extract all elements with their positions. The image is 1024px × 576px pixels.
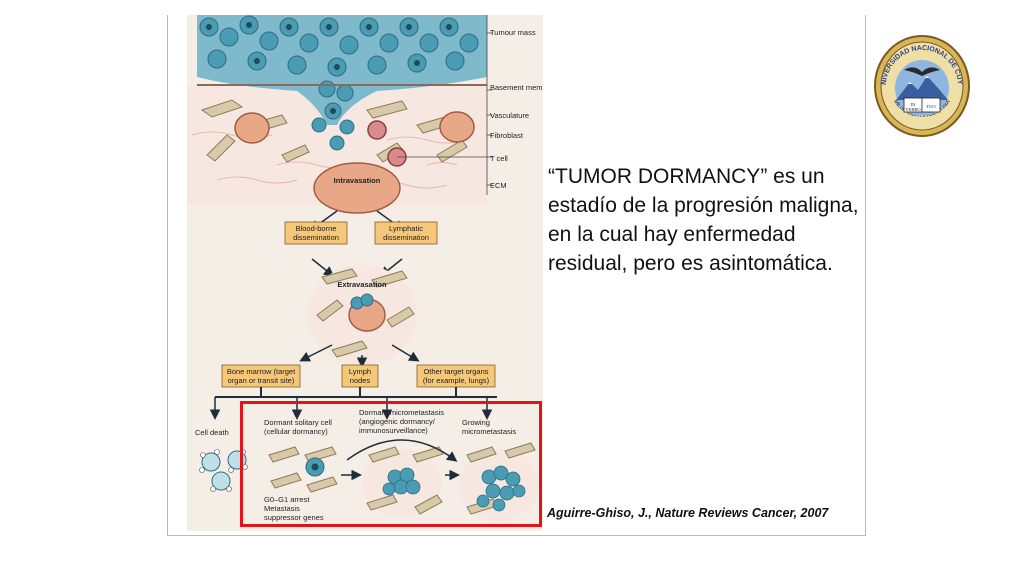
- blood-borne-box: [284, 221, 348, 245]
- side-label-vasculature: Vasculature: [490, 111, 529, 120]
- side-label-ecm: ECM: [490, 181, 507, 190]
- condor-icon: [904, 67, 940, 76]
- other-organs-label: Other target organs(for example, lungs): [423, 367, 490, 385]
- dormancy-definition: “TUMOR DORMANCY” es un estadío de la pro…: [548, 165, 859, 275]
- dormant-micro-label: Dormant micrometastasis(angiogenic dorma…: [359, 408, 444, 435]
- metastasis-figure: Intravasation Tumour mass Basement membr…: [187, 15, 543, 531]
- cell-death-label: Cell death: [195, 428, 229, 437]
- intravasation-label: Intravasation: [334, 176, 381, 185]
- university-seal: UNIVERSIDAD NACIONAL DE CUYO MENDOZA ARG…: [869, 29, 972, 138]
- lymphatic-box: [374, 221, 438, 245]
- extravasation-label: Extravasation: [337, 280, 387, 289]
- dormancy-highlight-box: [240, 401, 542, 527]
- dormant-solitary-label: Dormant solitary cell(cellular dormancy): [264, 418, 332, 436]
- tumour-mass: [197, 15, 487, 151]
- side-label-t-cell: T cell: [490, 154, 508, 163]
- side-label-fibroblast: Fibroblast: [490, 131, 524, 140]
- side-label-basement-membrane: Basement membrane: [490, 83, 543, 92]
- slide-frame: [167, 15, 866, 536]
- citation: Aguirre-Ghiso, J., Nature Reviews Cancer…: [547, 506, 829, 520]
- side-label-tumour-mass: Tumour mass: [490, 28, 536, 37]
- svg-text:TUO: TUO: [926, 104, 936, 109]
